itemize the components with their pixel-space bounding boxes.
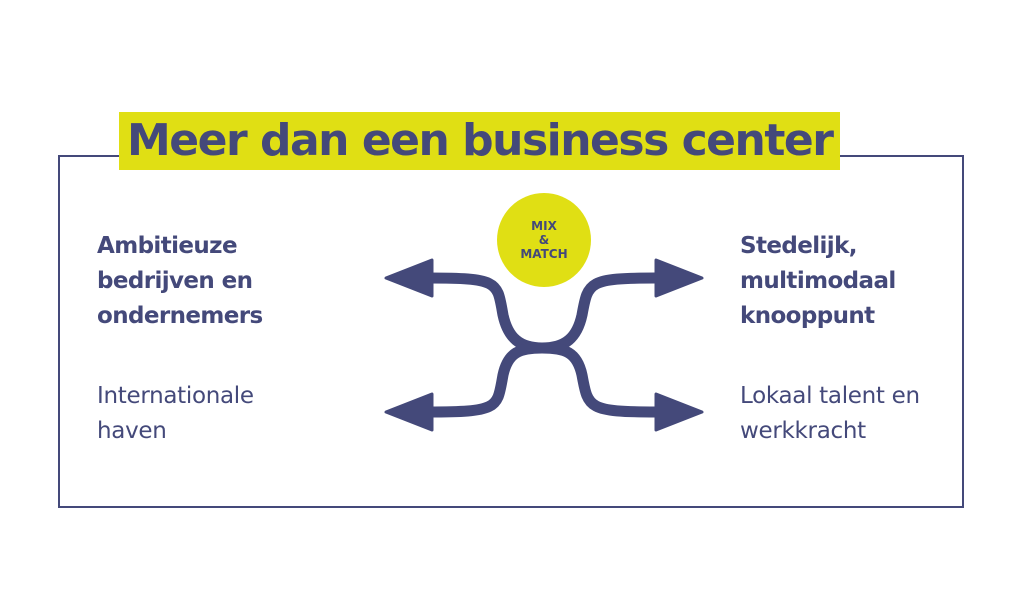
page-title: Meer dan een business center [119, 112, 841, 170]
label-urban-hub: Stedelijk, multimodaal knooppunt [740, 233, 896, 329]
arrow-path-top-left [427, 272, 543, 354]
arrow-path-top-right [541, 272, 657, 354]
badge-line-match: MATCH [520, 247, 568, 261]
label-ambitious-companies: Ambitieuze bedrijven en ondernemers [97, 233, 263, 329]
mix-and-match-badge: MIX & MATCH [497, 193, 591, 287]
arrowhead-top-right [654, 258, 704, 298]
badge-line-ampersand: & [538, 233, 550, 247]
arrow-path-bottom-left [427, 342, 543, 418]
arrowhead-bottom-left [384, 392, 434, 432]
arrow-path-bottom-right [541, 342, 657, 418]
arrowhead-top-left [384, 258, 434, 298]
label-international-port: Internationale haven [97, 383, 254, 444]
label-local-talent: Lokaal talent en werkkracht [740, 383, 920, 444]
badge-line-mix: MIX [531, 219, 557, 233]
arrowhead-bottom-right [654, 392, 704, 432]
